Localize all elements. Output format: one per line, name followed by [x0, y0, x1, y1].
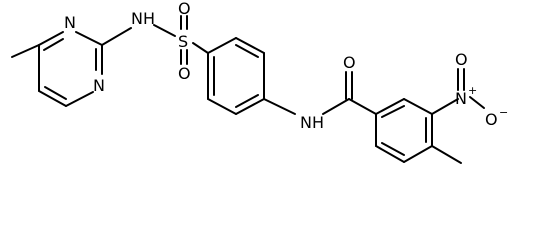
molecule-structure: N N NH S O O NH O O N + O −: [11, 0, 508, 164]
bond-pyrimidine-c6-c5-inner: [44, 86, 67, 100]
bond-methyl-pyrimidine: [11, 44, 40, 58]
bonds: [11, 15, 485, 164]
bond-s-benzene: [192, 42, 209, 54]
atom-o-carbonyl: O: [343, 53, 356, 72]
bond-benzene-nh: [263, 98, 296, 115]
bond-pyrimidine-nh: [101, 27, 132, 46]
bond-ring2-5: [375, 145, 405, 163]
bond-ring2-1: [375, 98, 405, 115]
bond-pyrimidine-c4-n3: [38, 31, 64, 46]
bond-benzene-2-inner: [235, 44, 259, 58]
bond-ring-methyl: [431, 145, 462, 164]
atom-nh-amide: NH: [300, 113, 324, 132]
atom-n-nitro: N: [455, 89, 467, 108]
bond-ring2-5-inner: [381, 142, 405, 156]
bond-ring-nitro: [431, 98, 459, 115]
bond-carbonyl-ring: [348, 98, 377, 115]
atom-o-nitro-right: O: [485, 110, 498, 129]
atom-o-sulfonyl-bottom: O: [178, 64, 191, 83]
bond-ring2-2: [403, 98, 433, 115]
bond-benzene-2: [235, 37, 265, 54]
bond-benzene-5: [207, 98, 237, 115]
bond-pyrimidine-c4-n3-inner: [43, 38, 64, 51]
atom-s: S: [178, 32, 188, 51]
bond-pyrimidine-n1-c6: [65, 91, 94, 107]
bond-ring2-4: [403, 145, 433, 163]
bond-benzene-4: [235, 98, 265, 115]
atom-n-pyrimidine-top: N: [64, 13, 76, 32]
bond-pyrimidine-c6-c5: [38, 90, 67, 107]
atom-o-nitro-top: O: [455, 50, 468, 69]
atom-labels: N N NH S O O NH O O N + O −: [64, 0, 508, 132]
bond-nitro-o-right: [469, 96, 485, 109]
bond-nh-carbonyl: [322, 98, 350, 115]
atom-n-nitro-charge: +: [468, 84, 477, 97]
bond-nh-s: [153, 24, 176, 37]
bond-benzene-1: [207, 37, 237, 54]
atom-o-nitro-charge: −: [499, 106, 508, 119]
bond-pyrimidine-n3-c2: [75, 31, 103, 46]
atom-nh-sulfonamide: NH: [131, 9, 155, 28]
atom-n-pyrimidine-bottom: N: [93, 76, 105, 95]
bond-benzene-4-inner: [235, 94, 259, 108]
atom-o-sulfonyl-top: O: [178, 0, 191, 18]
bond-ring2-1-inner: [381, 105, 405, 118]
